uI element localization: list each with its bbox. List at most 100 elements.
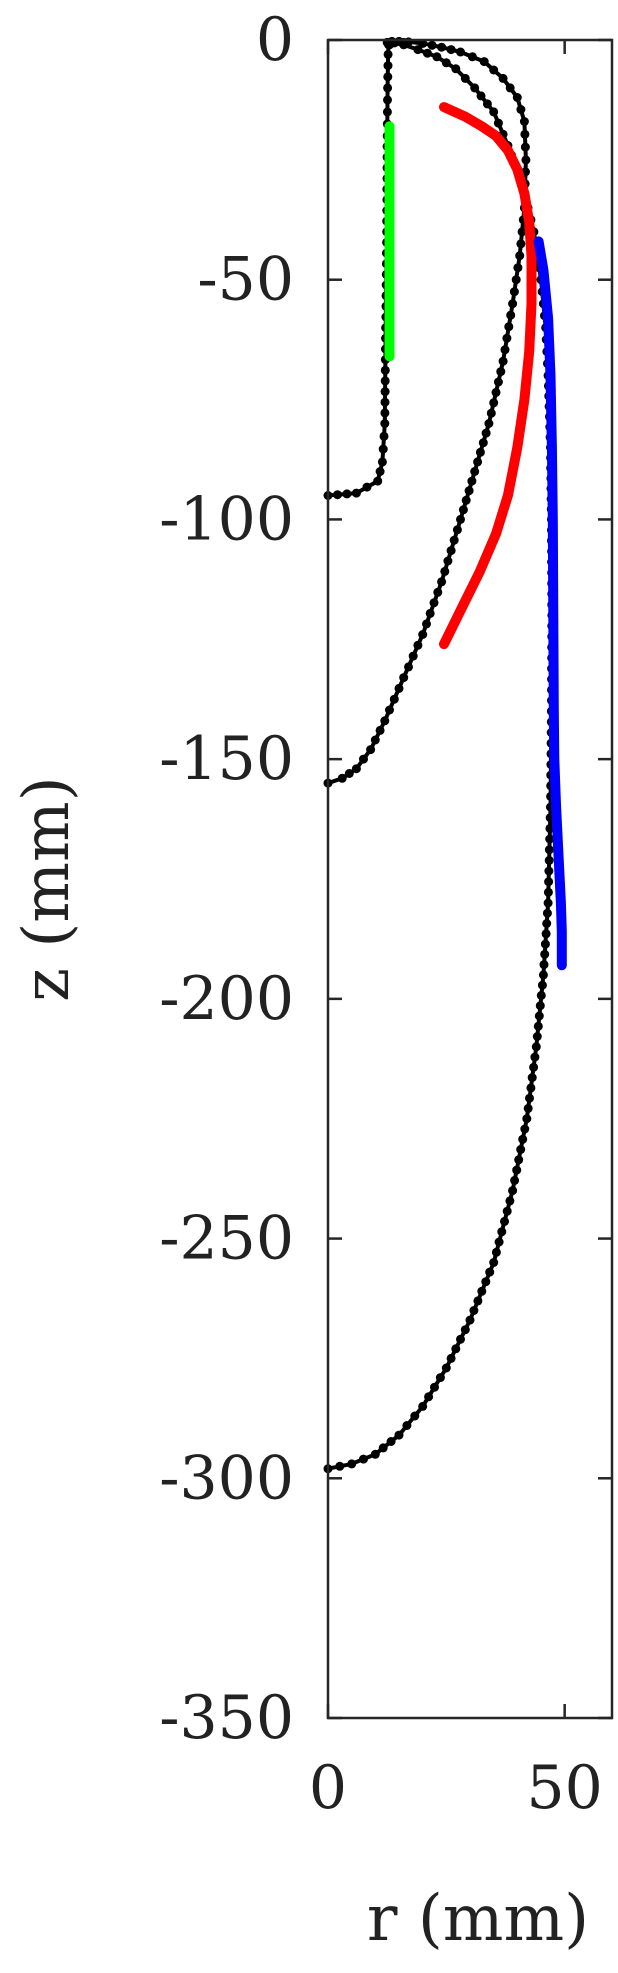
series-1-marker [413, 640, 423, 650]
series-1-marker [385, 705, 394, 715]
series-2-marker [544, 866, 554, 876]
series-2-marker [402, 1421, 412, 1430]
series-2-marker [489, 107, 499, 117]
series-2-marker [535, 1001, 545, 1011]
series-2-marker [533, 1021, 543, 1031]
series-2-marker [491, 1247, 501, 1257]
series-1-marker [478, 438, 488, 448]
series-1-marker [486, 408, 496, 418]
series-1-marker [498, 356, 508, 366]
series-1-marker [359, 754, 368, 764]
series-1-marker [437, 42, 447, 52]
series-0-marker [380, 365, 390, 375]
series-0-marker [380, 419, 390, 428]
series-2-marker [451, 64, 461, 74]
series-2-marker [529, 1062, 539, 1072]
series-2-marker [477, 1286, 487, 1296]
series-line-3 [439, 102, 537, 650]
series-1-marker [498, 73, 508, 83]
series-2-marker [460, 73, 470, 83]
series-2-marker [460, 1325, 470, 1335]
series-1-marker [389, 694, 399, 704]
series-2-marker [536, 990, 546, 1000]
series-1-marker [511, 275, 521, 285]
plot-frame [326, 38, 614, 1720]
series-1-marker [509, 287, 519, 297]
series-1-marker [521, 155, 531, 165]
series-2-marker [435, 1373, 445, 1383]
series-1-marker [512, 93, 522, 102]
series-2-marker [544, 877, 554, 887]
series-1-marker [481, 428, 491, 438]
series-0-marker [383, 95, 392, 105]
series-0-marker [362, 482, 372, 492]
series-2-marker [544, 845, 554, 855]
series-2-marker [432, 52, 442, 62]
series-1-marker [491, 387, 501, 397]
series-2-marker [526, 1083, 536, 1093]
series-2-marker [418, 1401, 428, 1411]
series-0-marker [380, 397, 390, 407]
series-2-marker [530, 1052, 540, 1062]
series-2-marker [424, 1392, 434, 1402]
series-2-marker [465, 1315, 475, 1325]
series-1-marker [437, 577, 447, 587]
series-1-marker [351, 764, 361, 774]
series-1-marker [427, 40, 437, 50]
series-1-marker [467, 476, 477, 486]
series-2-marker [399, 40, 409, 50]
series-1-marker [404, 662, 413, 672]
series-2-marker [537, 980, 547, 990]
series-1-marker [489, 398, 499, 408]
series-2-marker [473, 1296, 483, 1306]
series-1-marker [456, 47, 465, 57]
series-0-marker [380, 387, 390, 397]
series-1-marker [504, 322, 514, 332]
series-1-marker [370, 735, 380, 745]
series-2-marker [481, 1277, 491, 1287]
series-1-marker [520, 142, 530, 152]
series-2-marker [531, 1042, 541, 1052]
series-0-marker [383, 49, 393, 59]
series-2-marker [518, 1134, 528, 1144]
series-2-marker [386, 1437, 396, 1446]
series-2-marker [493, 118, 503, 128]
series-1-marker [519, 117, 529, 126]
series-1-marker [508, 299, 518, 309]
series-2-marker [514, 1155, 524, 1165]
series-1-marker [422, 619, 431, 629]
series-2-marker [485, 1267, 495, 1277]
series-1-marker [452, 525, 462, 535]
series-0-marker [383, 83, 393, 93]
y-tick-label: -100 [159, 484, 294, 554]
series-1-marker [479, 57, 489, 67]
series-2-marker [545, 834, 555, 844]
series-2-marker [523, 1103, 533, 1113]
series-0-marker [375, 467, 385, 476]
series-0-marker [382, 107, 392, 117]
series-1-marker [443, 556, 453, 566]
series-1-marker [502, 333, 512, 343]
y-tick-label: -350 [159, 1683, 294, 1753]
series-2-marker [525, 1093, 534, 1103]
series-1-marker [449, 535, 459, 545]
series-1-marker [375, 725, 385, 735]
series-2-marker [378, 1443, 388, 1453]
series-2-marker [500, 1216, 509, 1226]
y-tick-label: 0 [256, 5, 294, 75]
series-1-marker [505, 83, 515, 93]
series-2-marker [482, 99, 492, 109]
series-2-marker [522, 1114, 532, 1124]
series-1-marker [516, 239, 526, 249]
series-1-marker [464, 486, 474, 496]
series-2-marker [430, 1382, 439, 1392]
series-0-marker [333, 490, 342, 500]
series-1-marker [394, 683, 404, 693]
series-1-marker [408, 651, 418, 661]
series-1-marker [513, 263, 523, 273]
series-2-marker [542, 919, 552, 928]
series-1-marker [516, 105, 526, 114]
series-0-marker [373, 476, 383, 486]
